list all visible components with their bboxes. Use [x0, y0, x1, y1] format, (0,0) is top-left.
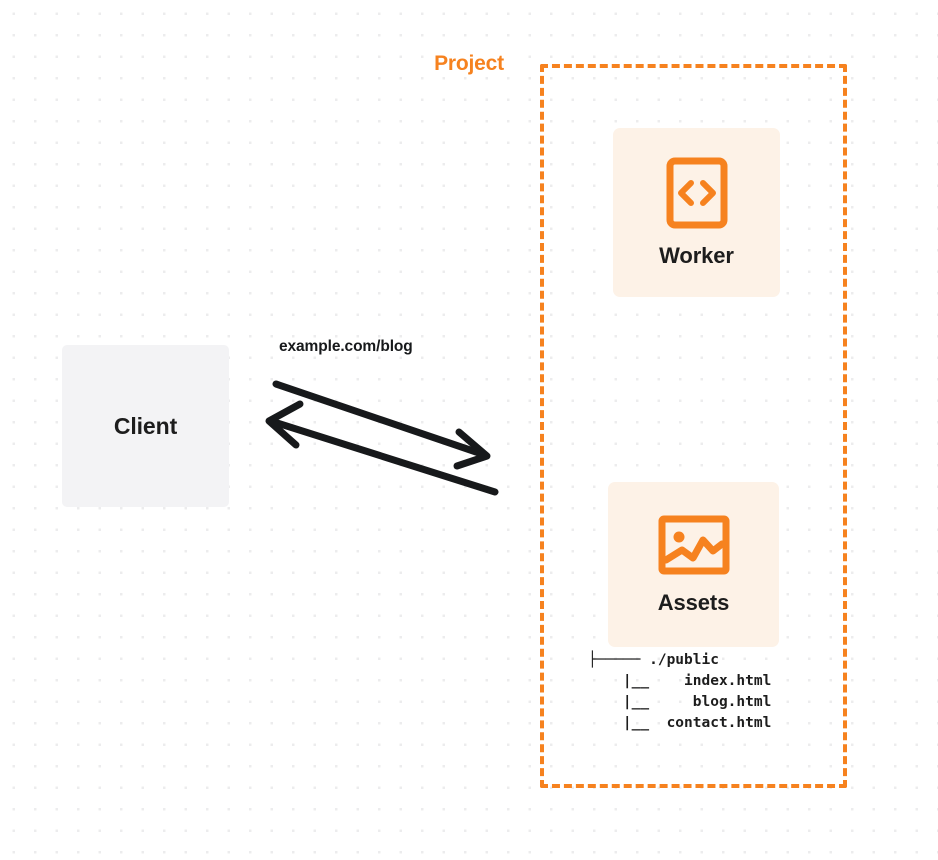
- client-node[interactable]: Client: [62, 345, 229, 507]
- connection-label: example.com/blog: [279, 338, 413, 355]
- code-brackets-icon: [666, 157, 728, 229]
- file-tree-text: ├───── ./public |__ index.html |__ blog.…: [588, 652, 772, 731]
- image-icon: [658, 514, 730, 576]
- assets-node[interactable]: Assets: [608, 482, 779, 647]
- project-boundary: [540, 64, 847, 788]
- response-arrow: [265, 400, 499, 496]
- assets-file-tree: ├───── ./public |__ index.html |__ blog.…: [588, 650, 771, 734]
- client-node-label: Client: [113, 412, 178, 439]
- assets-node-label: Assets: [657, 589, 730, 615]
- worker-node-label: Worker: [659, 242, 734, 268]
- project-title: Project: [427, 52, 511, 76]
- worker-node[interactable]: Worker: [613, 128, 780, 297]
- request-arrow: [272, 380, 491, 470]
